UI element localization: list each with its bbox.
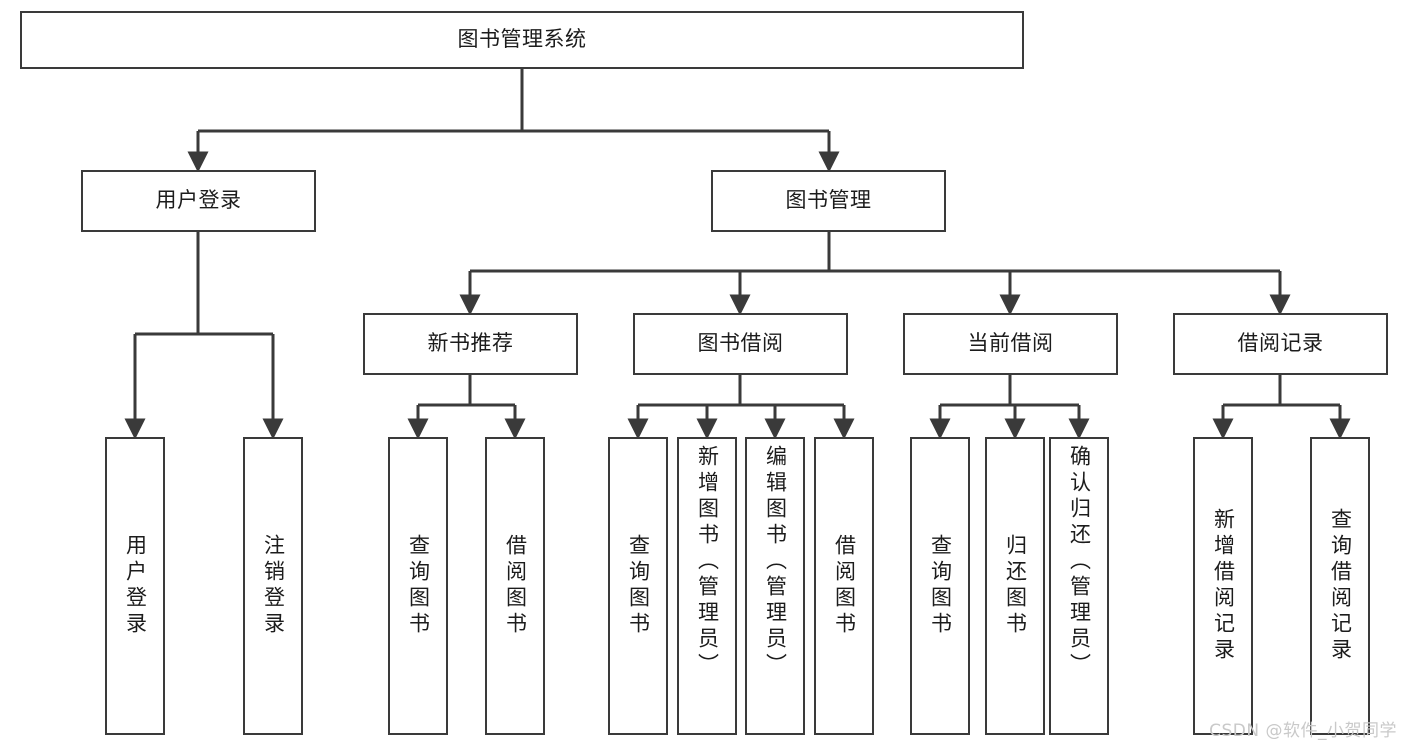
node-book-borrow[interactable]: 图书借阅 — [633, 313, 848, 375]
leaf-query-book-borrow-label: 查询图书 — [626, 534, 651, 638]
leaf-edit-book-admin-label: 编辑图书（管理员） — [763, 445, 788, 679]
leaf-add-borrow-record-label: 新增借阅记录 — [1211, 508, 1236, 664]
node-current-borrow[interactable]: 当前借阅 — [903, 313, 1118, 375]
leaf-return-book-label: 归还图书 — [1003, 534, 1028, 638]
leaf-query-book-newbook-label: 查询图书 — [406, 534, 431, 638]
leaf-add-book-admin-inner: 新增图书（管理员） — [679, 439, 735, 733]
leaf-logout-label: 注销登录 — [261, 534, 286, 638]
node-book-manage[interactable]: 图书管理 — [711, 170, 946, 232]
leaf-query-book-newbook-inner: 查询图书 — [390, 439, 446, 733]
leaf-logout[interactable]: 注销登录 — [243, 437, 303, 735]
leaf-query-book-newbook[interactable]: 查询图书 — [388, 437, 448, 735]
node-borrow-record-label: 借阅记录 — [1237, 331, 1324, 356]
leaf-logout-inner: 注销登录 — [245, 439, 301, 733]
leaf-query-borrow-record-inner: 查询借阅记录 — [1312, 439, 1368, 733]
node-new-book-recommend-label: 新书推荐 — [427, 331, 514, 356]
leaf-confirm-return-admin[interactable]: 确认归还（管理员） — [1049, 437, 1109, 735]
leaf-add-book-admin-label: 新增图书（管理员） — [695, 445, 720, 679]
leaf-query-book-borrow[interactable]: 查询图书 — [608, 437, 668, 735]
leaf-confirm-return-admin-inner: 确认归还（管理员） — [1051, 439, 1107, 733]
leaf-edit-book-admin[interactable]: 编辑图书（管理员） — [745, 437, 805, 735]
node-book-manage-label: 图书管理 — [785, 188, 872, 213]
leaf-add-borrow-record[interactable]: 新增借阅记录 — [1193, 437, 1253, 735]
leaf-confirm-return-admin-label: 确认归还（管理员） — [1067, 445, 1092, 679]
node-new-book-recommend[interactable]: 新书推荐 — [363, 313, 578, 375]
node-current-borrow-label: 当前借阅 — [967, 331, 1054, 356]
leaf-user-login[interactable]: 用户登录 — [105, 437, 165, 735]
node-root[interactable]: 图书管理系统 — [20, 11, 1024, 69]
leaf-borrow-book-newbook[interactable]: 借阅图书 — [485, 437, 545, 735]
node-borrow-record[interactable]: 借阅记录 — [1173, 313, 1388, 375]
leaf-query-book-current-label: 查询图书 — [928, 534, 953, 638]
node-user-login-label: 用户登录 — [155, 188, 242, 213]
leaf-borrow-book-label: 借阅图书 — [832, 534, 857, 638]
leaf-query-book-current-inner: 查询图书 — [912, 439, 968, 733]
leaf-borrow-book-newbook-label: 借阅图书 — [503, 534, 528, 638]
node-book-borrow-label: 图书借阅 — [697, 331, 784, 356]
leaf-query-book-borrow-inner: 查询图书 — [610, 439, 666, 733]
leaf-return-book-inner: 归还图书 — [987, 439, 1043, 733]
leaf-add-borrow-record-inner: 新增借阅记录 — [1195, 439, 1251, 733]
leaf-add-book-admin[interactable]: 新增图书（管理员） — [677, 437, 737, 735]
leaf-borrow-book[interactable]: 借阅图书 — [814, 437, 874, 735]
leaf-user-login-inner: 用户登录 — [107, 439, 163, 733]
leaf-borrow-book-newbook-inner: 借阅图书 — [487, 439, 543, 733]
leaf-edit-book-admin-inner: 编辑图书（管理员） — [747, 439, 803, 733]
leaf-user-login-label: 用户登录 — [123, 534, 148, 638]
leaf-borrow-book-inner: 借阅图书 — [816, 439, 872, 733]
node-user-login[interactable]: 用户登录 — [81, 170, 316, 232]
leaf-query-borrow-record[interactable]: 查询借阅记录 — [1310, 437, 1370, 735]
leaf-query-borrow-record-label: 查询借阅记录 — [1328, 508, 1353, 664]
csdn-watermark: CSDN @软件_小贺同学 — [1209, 721, 1397, 741]
node-root-label: 图书管理系统 — [457, 27, 587, 52]
leaf-return-book[interactable]: 归还图书 — [985, 437, 1045, 735]
leaf-query-book-current[interactable]: 查询图书 — [910, 437, 970, 735]
